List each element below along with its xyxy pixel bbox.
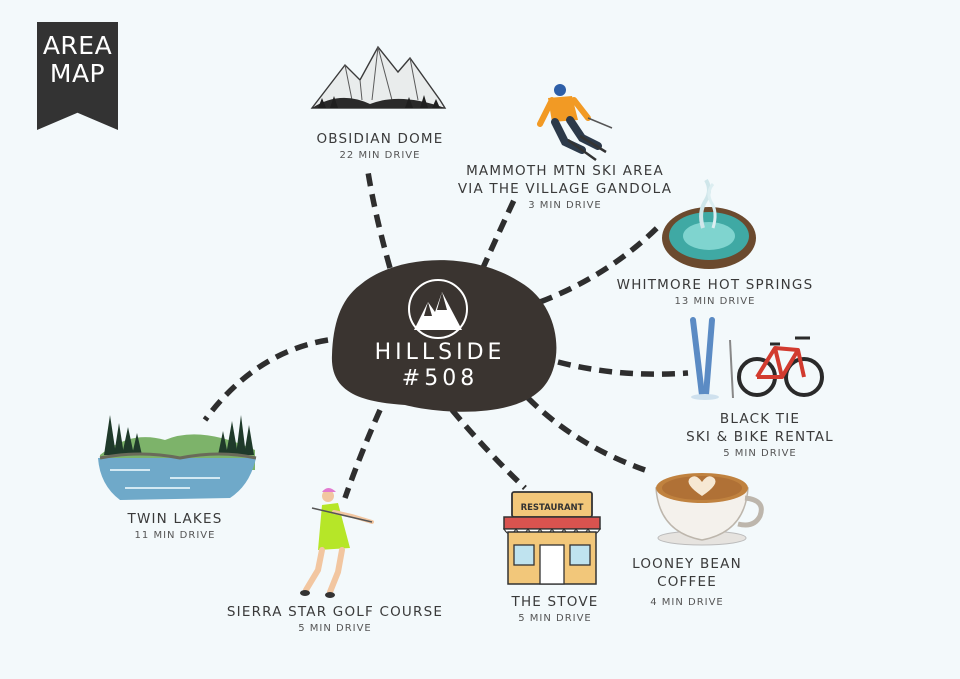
path-to-obsidian-dome — [365, 171, 393, 269]
path-to-black-tie — [557, 359, 689, 377]
label-black-tie-rental[interactable]: BLACK TIE SKI & BIKE RENTAL 5 MIN DRIVE — [686, 411, 834, 459]
restaurant-sign: RESTAURANT — [521, 503, 584, 513]
label-whitmore-hot-springs[interactable]: WHITMORE HOT SPRINGS 13 MIN DRIVE — [616, 277, 814, 307]
mountain-icon — [310, 45, 447, 109]
label-looney-bean-coffee[interactable]: LOONEY BEAN COFFEE 4 MIN DRIVE — [632, 556, 742, 608]
coffee-cup-icon — [655, 473, 764, 546]
banner-title: AREA MAP — [42, 31, 113, 88]
lake-icon — [98, 415, 257, 500]
restaurant-icon: RESTAURANT — [502, 491, 602, 585]
path-to-mammoth — [479, 196, 518, 272]
hub-title: HILLSIDE #508 — [374, 340, 506, 391]
ski-bike-icon — [690, 317, 824, 400]
hillside-hub[interactable] — [331, 260, 557, 412]
path-to-twin-lakes — [202, 337, 329, 422]
label-mammoth-ski-area[interactable]: MAMMOTH MTN SKI AREA VIA THE VILLAGE GAN… — [457, 163, 673, 211]
path-to-looney-bean — [526, 396, 646, 473]
mountain-logo-icon — [408, 279, 468, 339]
label-obsidian-dome[interactable]: OBSIDIAN DOME 22 MIN DRIVE — [316, 131, 444, 161]
hot-spring-icon — [662, 178, 756, 269]
skier-icon — [537, 84, 613, 162]
label-sierra-star-golf[interactable]: SIERRA STAR GOLF COURSE 5 MIN DRIVE — [226, 604, 444, 634]
path-to-whitmore — [539, 223, 662, 305]
label-twin-lakes[interactable]: TWIN LAKES 11 MIN DRIVE — [127, 511, 223, 541]
area-map-banner: AREA MAP — [37, 22, 118, 130]
path-to-sierra-star — [342, 408, 383, 499]
golfer-icon — [300, 488, 374, 598]
label-the-stove[interactable]: THE STOVE 5 MIN DRIVE — [511, 594, 599, 624]
path-to-the-stove — [449, 408, 527, 491]
